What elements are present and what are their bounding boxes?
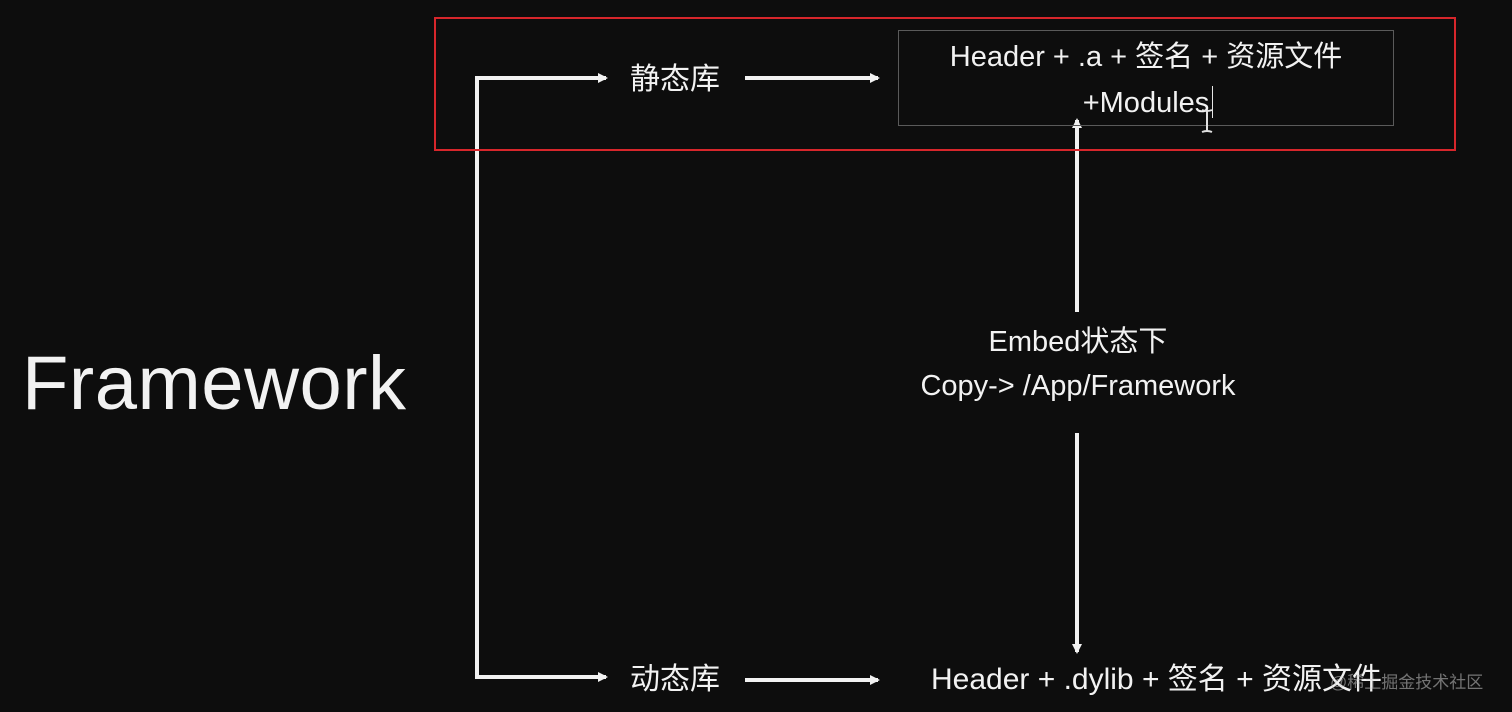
text-caret	[1212, 86, 1214, 118]
static-content-textbox[interactable]: Header + .a + 签名 + 资源文件 +Modules	[898, 30, 1394, 126]
static-library-label: 静态库	[630, 63, 720, 96]
watermark-text: @稀土掘金技术社区	[1330, 673, 1484, 692]
embed-note: Embed状态下 Copy-> /App/Framework	[895, 320, 1261, 408]
embed-note-line1: Embed状态下	[988, 326, 1168, 358]
static-content-line2: +Modules	[1082, 87, 1210, 119]
static-highlight-box	[434, 17, 1456, 151]
text-cursor-icon	[1201, 109, 1213, 133]
static-content-line1: Header + .a + 签名 + 资源文件	[949, 41, 1343, 73]
dynamic-library-label: 动态库	[630, 663, 720, 696]
branch-bracket-line	[475, 76, 600, 679]
framework-title: Framework	[22, 341, 407, 426]
dynamic-content-text: Header + .dylib + 签名 + 资源文件	[931, 663, 1382, 696]
embed-note-line2: Copy-> /App/Framework	[920, 370, 1236, 402]
